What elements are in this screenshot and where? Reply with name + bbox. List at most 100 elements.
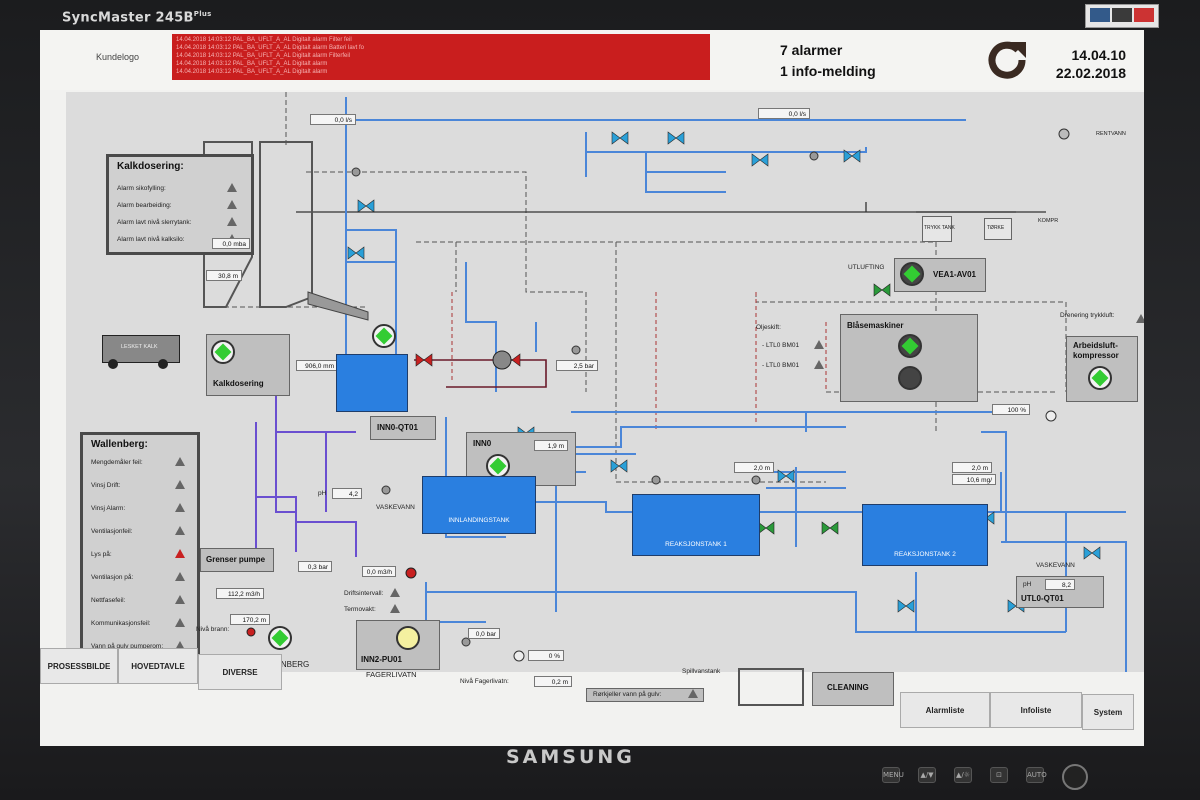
level-display: 2,0 m [734,462,774,473]
nav-infoliste[interactable]: Infoliste [990,692,1082,728]
warning-icon[interactable] [390,604,400,613]
trykktank-label: TRYKK TANK [924,225,955,231]
kalk-alarm-label: Alarm bearbeiding: [117,202,172,209]
wallenberg-status-label: Vann på gulv pumperom: [91,643,164,650]
menu-button[interactable]: MENU [882,767,904,783]
compressor-running-icon[interactable] [1088,366,1112,390]
wallenberg-status-label: Nettfasefeil: [91,597,126,604]
blower-running-icon[interactable] [898,334,922,358]
fan-running-icon[interactable] [900,262,924,286]
pressure-display: 0,0 bar [468,628,500,639]
warning-icon[interactable] [175,618,185,627]
agitator-icon[interactable] [372,324,396,348]
grenser-pumpe-label: Grenser pumpe [206,555,266,564]
ph-label: pH [1023,581,1032,588]
running-indicator-icon[interactable] [211,340,235,364]
pump-warning-icon[interactable] [396,626,420,650]
warning-icon[interactable] [175,503,185,512]
warning-icon[interactable] [175,526,185,535]
warning-icon[interactable] [175,595,185,604]
fagerlivatn-label: FAGERLIVATN [366,670,417,679]
warning-icon[interactable] [227,183,237,192]
level-display: 2,0 m [952,462,992,473]
monitor-brand: SyncMaster 245BPlus [62,10,212,26]
alarm-active-icon[interactable] [175,549,185,558]
up-down-button[interactable]: ▲/▼ [918,767,936,783]
header: Kundelogo 14.04.2018 14:03:12 PAL_BA_UFL… [40,30,1144,90]
inn0-tank[interactable] [336,354,408,412]
brightness-button[interactable]: ▲/☼ [954,767,972,783]
utl0-qt01-unit[interactable]: UTL0-QT01 pH 8,2 [1016,576,1104,608]
inn0-qt01-unit[interactable]: INN0-QT01 [370,416,436,440]
warning-icon[interactable] [227,200,237,209]
driftsintervall-label: Driftsintervall: [344,590,384,597]
alarm-row[interactable]: 14.04.2018 14:03:12 PAL_BA_UFLT_A_AL Dig… [176,61,328,67]
customer-logo: Kundelogo [96,52,140,62]
warning-icon[interactable] [390,588,400,597]
kalkdosering-unit[interactable]: Kalkdosering [206,334,290,396]
warning-icon[interactable] [175,480,185,489]
nav-hovedtavle[interactable]: HOVEDTAVLE [118,648,198,684]
info-count: 1 info-melding [780,63,876,79]
warning-icon[interactable] [814,340,824,349]
blasemaskiner-label: Blåsemaskiner [847,321,904,330]
spillvannstank[interactable] [738,668,804,706]
level-display: 170,2 m [230,614,270,625]
torke-unit: TØRKE [984,218,1012,240]
warning-icon[interactable] [1136,314,1144,323]
scada-screen: Kundelogo 14.04.2018 14:03:12 PAL_BA_UFL… [40,30,1144,746]
pump-running-icon[interactable] [268,626,292,650]
utlufting-label: UTLUFTING [848,264,885,271]
reaksjonstank-2-label: REAKSJONSTANK 2 [894,551,956,558]
alarm-count: 7 alarmer [780,42,843,58]
nav-system[interactable]: System [1082,694,1134,730]
source-button[interactable]: ⊡ [990,767,1008,783]
vaskevann-label: VASKEVANN [376,504,415,511]
grenser-pumpe-unit[interactable]: Grenser pumpe [200,548,274,572]
warning-icon[interactable] [175,572,185,581]
vea1-label: VEA1-AV01 [933,270,976,279]
wallenberg-status-label: Lys på: [91,551,112,558]
reaksjonstank-1[interactable]: REAKSJONSTANK 1 [632,494,760,556]
refresh-icon[interactable] [984,36,1030,82]
oljeskift-label: Oljeskift: [756,324,781,331]
reaksjonstank-2[interactable]: REAKSJONSTANK 2 [862,504,988,566]
nav-prosessbilde[interactable]: PROSESSBILDE [40,648,118,684]
alarm-row[interactable]: 14.04.2018 14:03:12 PAL_BA_UFLT_A_AL Dig… [176,37,352,43]
rentvann-label: RENTVANN [1096,131,1126,137]
auto-button[interactable]: AUTO [1026,767,1047,783]
alarm-row[interactable]: 14.04.2018 14:03:12 PAL_BA_UFLT_A_AL Dig… [176,69,328,75]
warning-icon[interactable] [227,217,237,226]
nav-alarmliste[interactable]: Alarmliste [900,692,990,728]
flow-display: 0,0 l/s [310,114,356,125]
ph-display: 8,2 [1045,579,1075,590]
alarm-row[interactable]: 14.04.2018 14:03:12 PAL_BA_UFLT_A_AL Dig… [176,53,350,59]
alarm-summary: 7 alarmer 1 info-melding [780,40,876,82]
pump-running-icon[interactable] [486,454,510,478]
nav-diverse[interactable]: DIVERSE [198,654,282,690]
warning-icon[interactable] [175,641,185,650]
arbeidsluft-label: Arbeidsluft- [1073,341,1118,350]
flow-display: 0,0 m3/h [362,566,396,577]
utl0-qt01-label: UTL0-QT01 [1021,594,1064,603]
innlandingstank[interactable]: INNLANDINGSTANK [422,476,536,534]
alarm-row[interactable]: 14.04.2018 14:03:12 PAL_BA_UFLT_A_AL Dig… [176,45,364,51]
warning-icon[interactable] [688,689,698,698]
truck-wheel [108,359,118,369]
niva-brann-label: Nivå brann: [196,626,230,633]
truck-label: LESKET KALK [121,344,158,350]
warning-icon[interactable] [175,457,185,466]
percent-display: 100 % [992,404,1030,415]
warning-icon[interactable] [814,360,824,369]
date-1: 14.04.10 [1071,47,1127,63]
inn0-label: INN0 [473,439,492,448]
power-icon[interactable] [1062,764,1088,790]
truck-wheel [158,359,168,369]
flow-display: 112,2 m3/h [216,588,264,599]
flow-display: 0,0 l/s [758,108,810,119]
alarm-list[interactable]: 14.04.2018 14:03:12 PAL_BA_UFLT_A_AL Dig… [172,34,710,80]
trykktank: TRYKK TANK [922,216,955,242]
blower-icon[interactable] [898,366,922,390]
cleaning-button[interactable]: CLEANING [812,672,894,706]
spillvannstank-label: Spillvanstank [682,668,721,675]
